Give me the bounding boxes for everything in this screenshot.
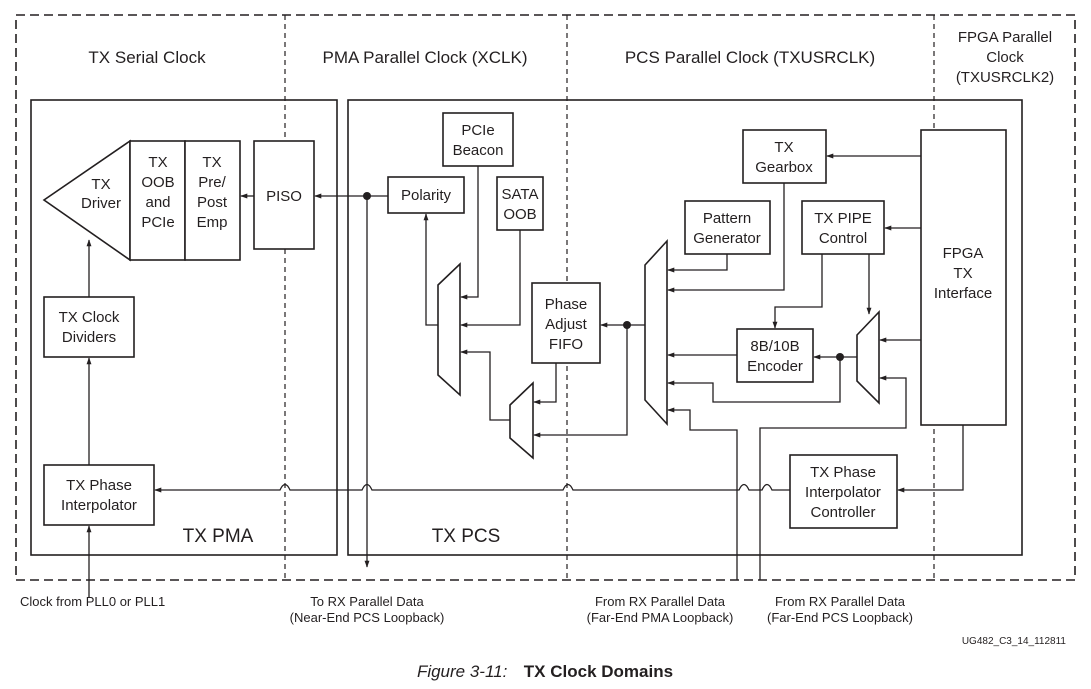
piso-block — [253, 140, 315, 250]
tx-pre-post-label-1: TX — [202, 154, 221, 171]
domain-fpga-parallel-clock-2: Clock — [986, 49, 1024, 66]
tx-phase-interp-ctrl-block — [789, 454, 898, 529]
tx-pcs-label: TX PCS — [432, 526, 501, 547]
fpga-tx-interface-block — [920, 129, 1007, 426]
domain-tx-serial-clock: TX Serial Clock — [88, 48, 206, 67]
tx-pre-post-emp-block — [184, 140, 241, 261]
tx-pma-label: TX PMA — [183, 526, 254, 547]
from-rx-pcs-label-1: From RX Parallel Data — [775, 594, 906, 609]
domain-fpga-parallel-clock-3: (TXUSRCLK2) — [956, 69, 1054, 86]
sata-oob-label-1: SATA — [502, 186, 539, 203]
tx-gearbox-label-1: TX — [774, 139, 793, 156]
clock-source-label: Clock from PLL0 or PLL1 — [20, 594, 165, 609]
tx-pipe-control-label-2: Control — [819, 230, 867, 247]
tx-pipe-control-block — [801, 200, 885, 255]
from-rx-pcs-label-2: (Far-End PCS Loopback) — [767, 610, 913, 625]
to-rx-label-2: (Near-End PCS Loopback) — [290, 610, 445, 625]
fpga-tx-interface-label-1: FPGA — [943, 245, 984, 262]
junction-encoder-bypass — [836, 353, 844, 361]
fpga-tx-interface-label-2: TX — [953, 265, 972, 282]
encoder-8b10b-block — [736, 328, 814, 383]
tx-phase-interp-ctrl-label-1: TX Phase — [810, 464, 876, 481]
tx-driver-label-1: TX — [91, 176, 110, 193]
polarity-label: Polarity — [401, 187, 452, 204]
mux-main — [644, 238, 668, 427]
from-rx-pma-label-1: From RX Parallel Data — [595, 594, 726, 609]
domain-pcs-parallel-clock: PCS Parallel Clock (TXUSRCLK) — [625, 48, 875, 67]
tx-gearbox-label-2: Gearbox — [755, 159, 813, 176]
mux-fifo-bypass — [509, 381, 534, 460]
pattern-generator-block — [684, 200, 771, 255]
tx-pma-region — [30, 99, 338, 556]
domain-fpga-parallel-clock-1: FPGA Parallel — [958, 29, 1052, 46]
figure-id: UG482_C3_14_112811 — [962, 636, 1067, 647]
tx-pcs-region — [347, 99, 1023, 556]
tx-clock-dividers-block — [43, 296, 135, 358]
tx-oob-label-4: PCIe — [141, 214, 174, 231]
tx-pre-post-label-4: Emp — [197, 214, 228, 231]
tx-clock-dividers-label-2: Dividers — [62, 329, 116, 346]
junction-polarity-output — [363, 192, 371, 200]
tx-clock-dividers-label-1: TX Clock — [59, 309, 120, 326]
pattern-generator-label-2: Generator — [693, 230, 761, 247]
tx-pre-post-label-2: Pre/ — [198, 174, 226, 191]
phase-adjust-fifo-label-2: Adjust — [545, 316, 588, 333]
tx-gearbox-block — [742, 129, 827, 184]
sata-oob-label-2: OOB — [503, 206, 536, 223]
tx-phase-interpolator-block — [43, 464, 155, 526]
tx-oob-label-1: TX — [148, 154, 167, 171]
tx-phase-interpolator-label-2: Interpolator — [61, 497, 137, 514]
phase-adjust-fifo-label-3: FIFO — [549, 336, 583, 353]
data-paths — [86, 153, 964, 597]
phase-adjust-fifo-label-1: Phase — [545, 296, 588, 313]
junction-main-mux-output — [623, 321, 631, 329]
pcie-beacon-block — [442, 112, 514, 167]
pcie-beacon-label-1: PCIe — [461, 122, 494, 139]
figure-title: TX Clock Domains — [524, 662, 673, 681]
pattern-generator-label-1: Pattern — [703, 210, 751, 227]
tx-phase-interpolator-label-1: TX Phase — [66, 477, 132, 494]
domain-pma-parallel-clock: PMA Parallel Clock (XCLK) — [322, 48, 527, 67]
from-rx-pma-label-2: (Far-End PMA Loopback) — [587, 610, 734, 625]
tx-driver-label-2: Driver — [81, 195, 121, 212]
tx-phase-interp-ctrl-label-2: Interpolator — [805, 484, 881, 501]
tx-oob-label-3: and — [145, 194, 170, 211]
tx-pre-post-label-3: Post — [197, 194, 228, 211]
fpga-tx-interface-label-3: Interface — [934, 285, 992, 302]
phase-adjust-fifo-block — [531, 282, 601, 364]
encoder-label-2: Encoder — [747, 358, 803, 375]
figure-caption: Figure 3-11: TX Clock Domains — [417, 662, 673, 681]
tx-phase-interp-ctrl-label-3: Controller — [810, 504, 875, 521]
figure-number: Figure 3-11: — [417, 662, 508, 681]
tx-pipe-control-label-1: TX PIPE — [814, 210, 872, 227]
polarity-block — [387, 176, 465, 214]
to-rx-label-1: To RX Parallel Data — [310, 594, 424, 609]
piso-label: PISO — [266, 188, 302, 205]
tx-oob-label-2: OOB — [141, 174, 174, 191]
encoder-label-1: 8B/10B — [750, 338, 799, 355]
mux-polarity — [437, 262, 461, 397]
mux-encoder — [856, 310, 880, 405]
pcie-beacon-label-2: Beacon — [453, 142, 504, 159]
